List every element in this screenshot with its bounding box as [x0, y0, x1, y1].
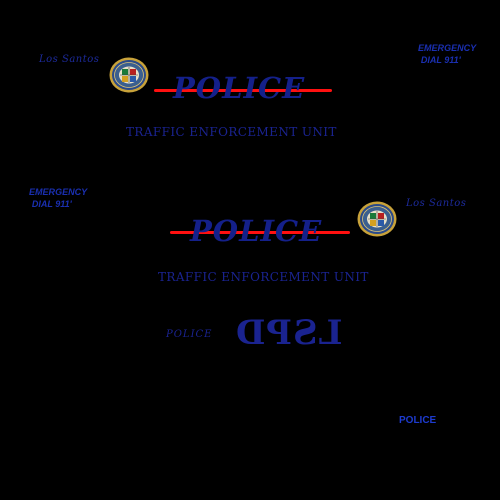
emergency-line2-middle: DIAL 911' — [31, 199, 72, 210]
emergency-line2-top: DIAL 911' — [420, 55, 461, 66]
lspd-mirrored-text: LSPD — [235, 313, 343, 353]
police-title-middle: POLICE — [190, 214, 323, 248]
emergency-line1-middle: EMERGENCY — [29, 187, 88, 198]
red-stripe-middle — [170, 231, 350, 234]
emergency-line1-top: EMERGENCY — [418, 43, 477, 54]
police-tag: POLICE — [399, 415, 437, 426]
city-script-middle: Los Santos — [406, 198, 467, 209]
emergency-block-middle: EMERGENCY DIAL 911' — [29, 187, 87, 211]
police-title-top: POLICE — [173, 71, 306, 105]
city-seal-icon — [357, 201, 397, 237]
red-stripe-top — [154, 89, 332, 92]
city-seal-icon — [109, 57, 149, 93]
police-small-rear: POLICE — [166, 329, 213, 340]
unit-name-middle: TRAFFIC ENFORCEMENT UNIT — [158, 270, 369, 284]
unit-name-top: TRAFFIC ENFORCEMENT UNIT — [126, 125, 337, 139]
emergency-block-top: EMERGENCY DIAL 911' — [418, 43, 476, 67]
city-script-top: Los Santos — [39, 54, 100, 65]
